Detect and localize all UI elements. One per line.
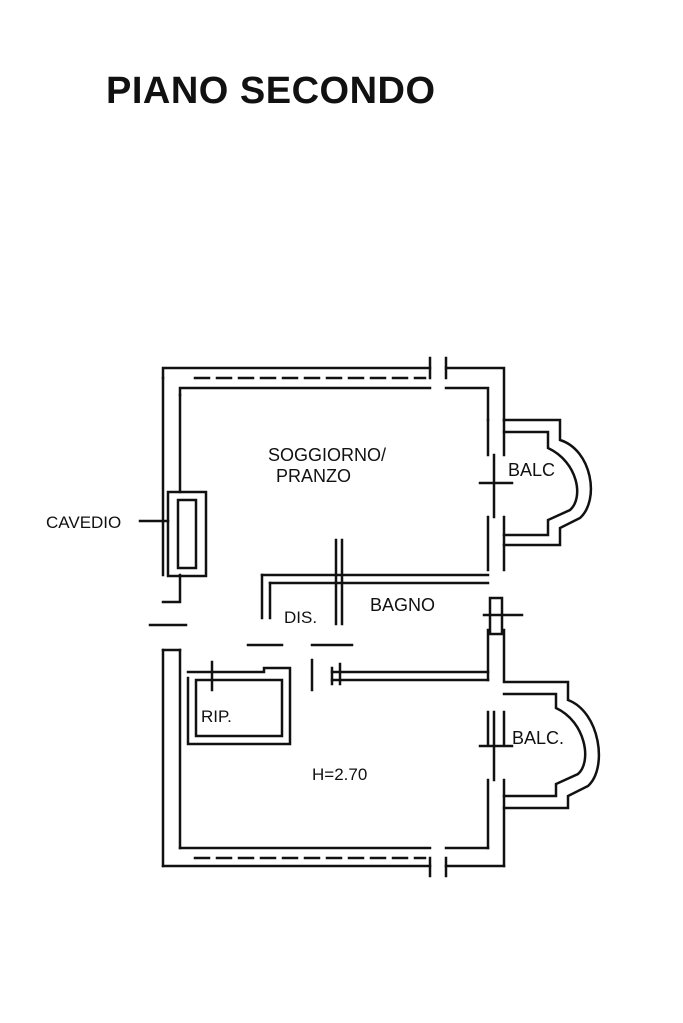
window-dashes [193,376,427,860]
wall-breaks [428,356,448,878]
balcony-label-top: BALC [508,460,555,480]
room-label-soggiorno: SOGGIORNO/ [268,445,386,465]
balcony-bottom [478,680,601,810]
room-label-dis: DIS. [284,608,317,627]
outer-wall [161,366,506,868]
cavedio-box [138,490,208,578]
internal-walls [186,538,490,746]
balcony-top [478,418,593,547]
ceiling-height-label: H=2.70 [312,765,367,784]
room-label-bagno: BAGNO [370,595,435,615]
plan-title: PIANO SECONDO [106,70,436,112]
room-label-rip: RIP. [201,707,232,726]
cavedio-label: CAVEDIO [46,513,121,532]
balcony-label-bottom: BALC. [512,728,564,748]
bagno-window [482,596,524,636]
room-label-pranzo: PRANZO [276,466,351,486]
